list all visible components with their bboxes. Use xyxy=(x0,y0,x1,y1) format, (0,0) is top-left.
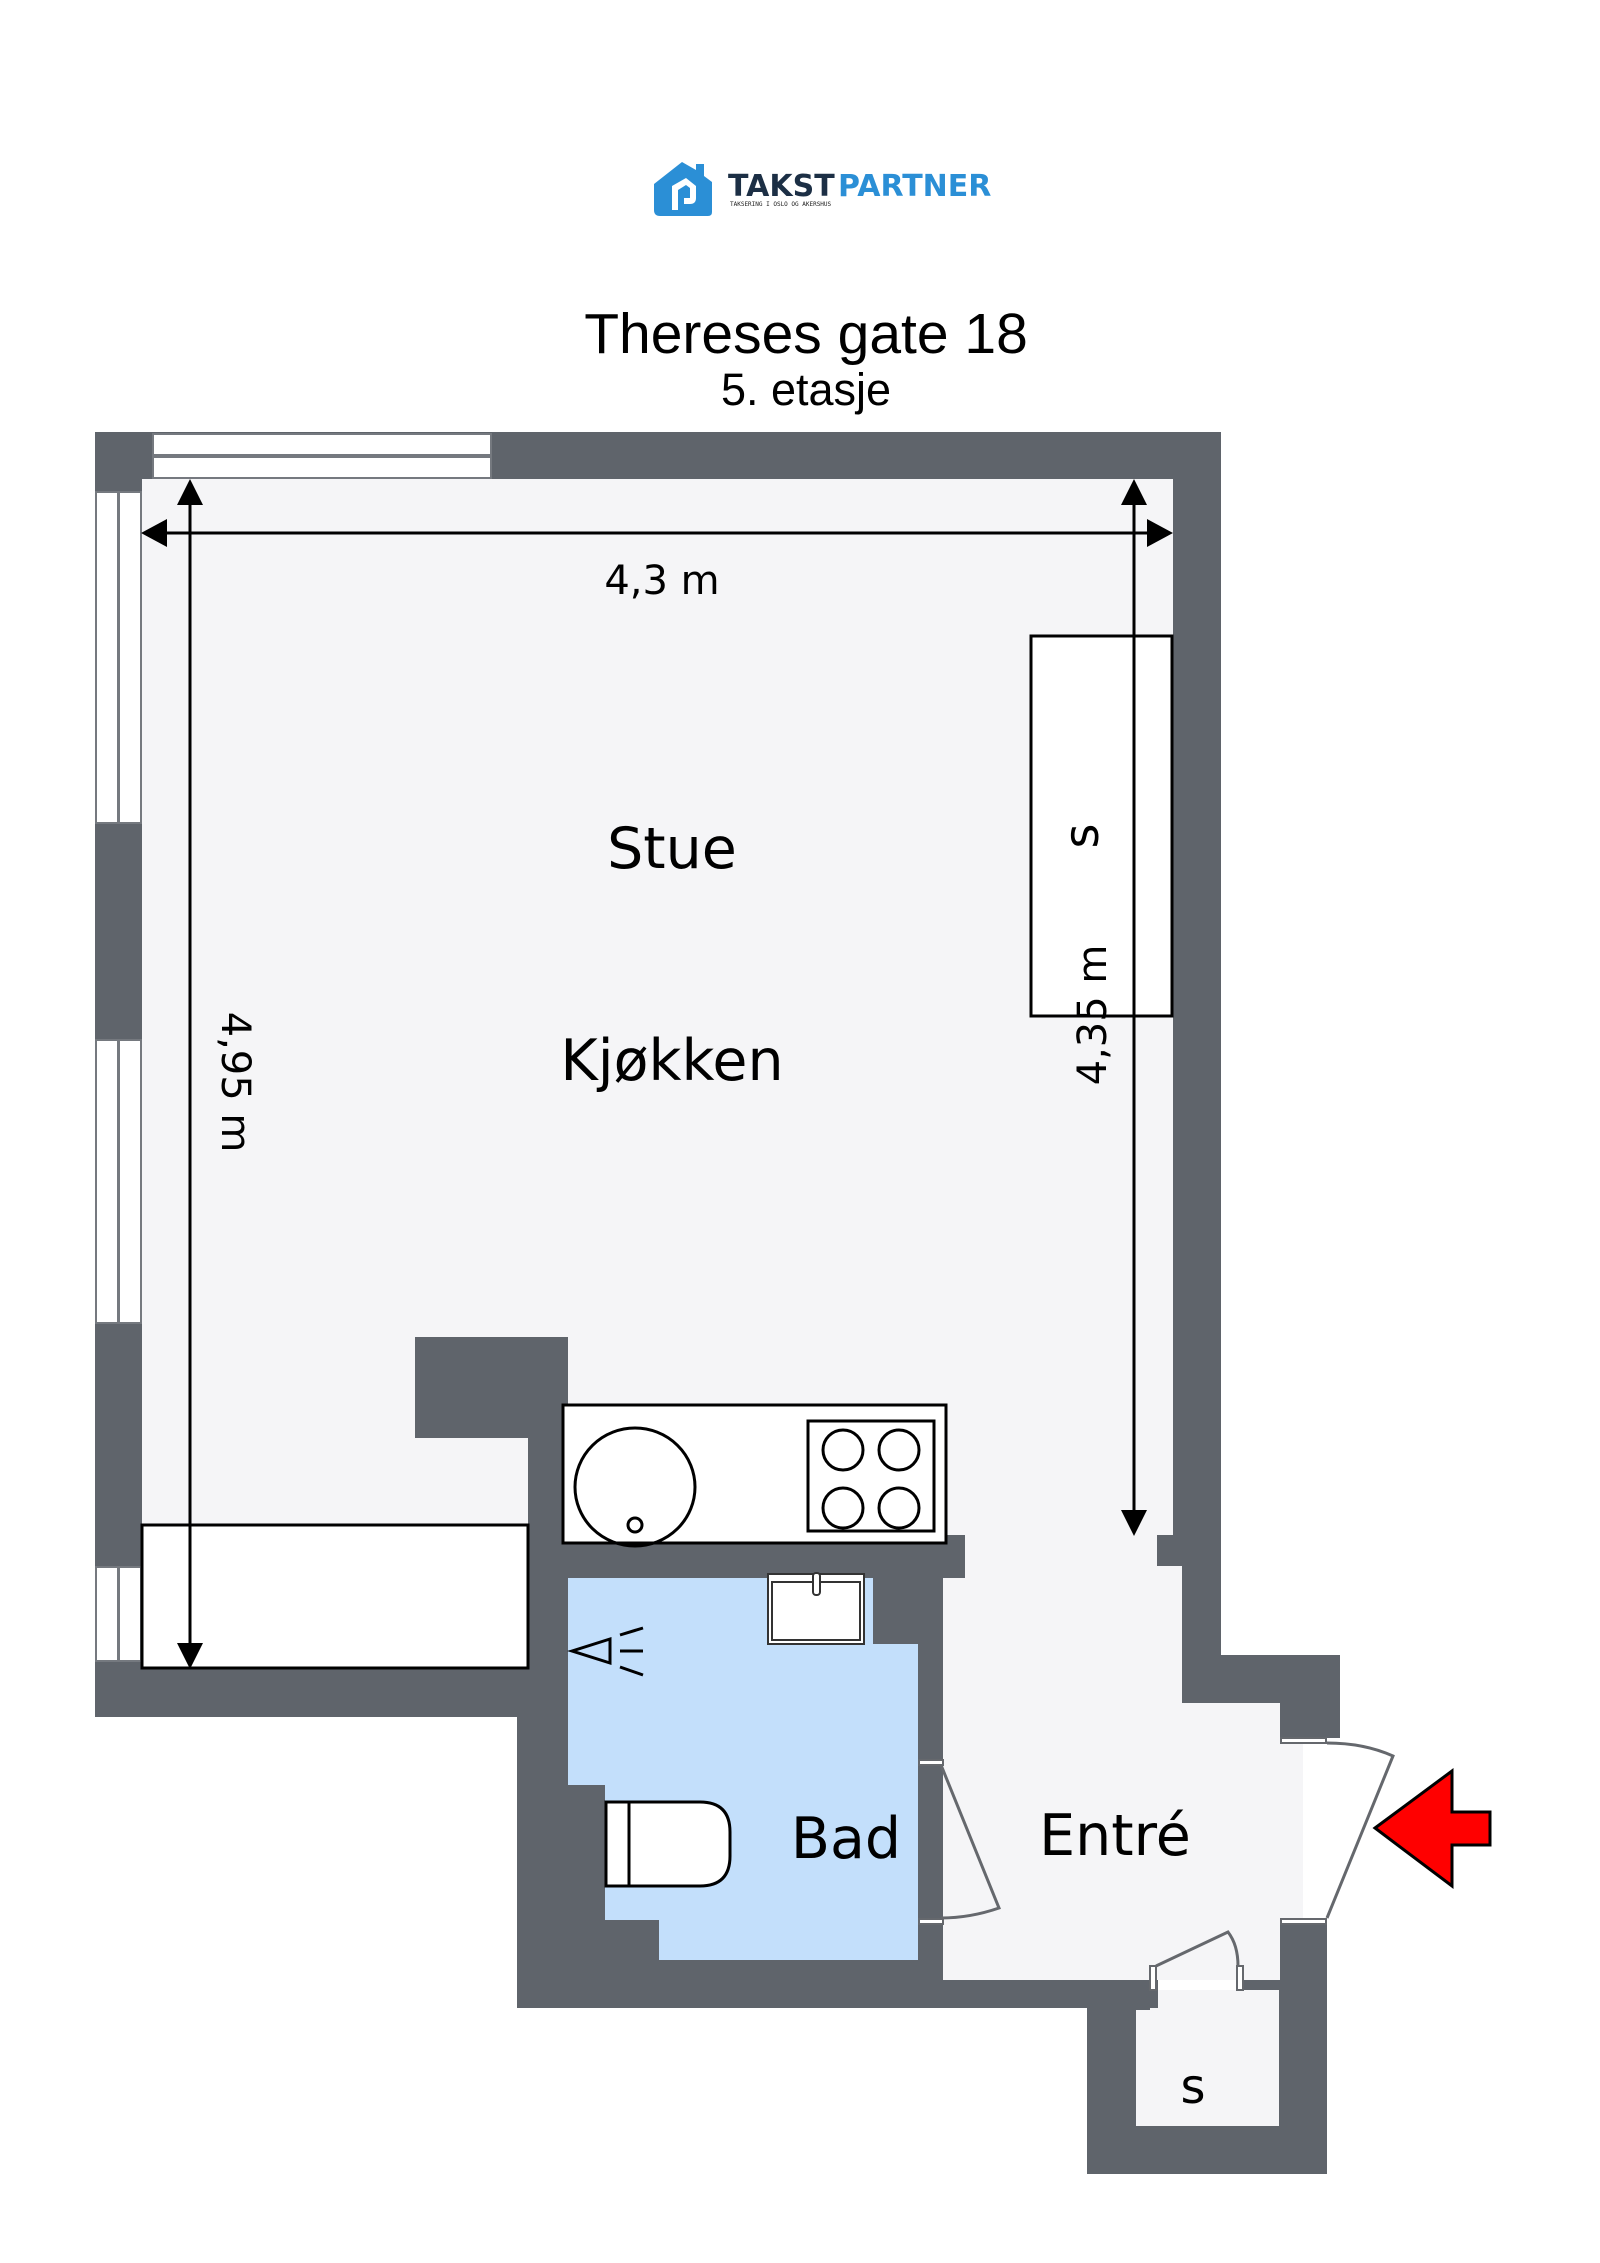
bathroom-door xyxy=(918,1759,1001,1925)
sink-icon xyxy=(573,1426,697,1548)
window-left-1 xyxy=(95,491,142,824)
window-top xyxy=(152,433,492,479)
toilet-icon xyxy=(604,1800,732,1888)
bath-sink-icon xyxy=(767,1572,865,1645)
room-label-living: Stue xyxy=(607,816,737,882)
room-label-entry: Entré xyxy=(1039,1803,1191,1869)
entry-threshold xyxy=(1303,1743,1327,1920)
room-label-bath: Bad xyxy=(791,1806,901,1872)
logo-brand-blue: PARTNER xyxy=(838,169,991,204)
entry-floor xyxy=(943,1566,1303,1980)
logo-brand-dark: TAKST xyxy=(728,169,835,204)
logo-tagline: TAKSERING I OSLO OG AKERSHUS xyxy=(730,201,832,208)
storage-door xyxy=(1149,1930,1244,1991)
right-height-label: 4,35 m xyxy=(1070,945,1116,1086)
dimension-right-height: 4,35 m xyxy=(1070,479,1147,1536)
kitchen-counter xyxy=(561,1403,948,1548)
room-label-storage: s xyxy=(1180,2059,1205,2115)
dimension-left-height: 4,95 m xyxy=(177,479,258,1669)
window-left-3 xyxy=(95,1566,142,1662)
left-height-label: 4,95 m xyxy=(212,1012,258,1153)
room-label-kitchen: Kjøkken xyxy=(560,1028,783,1094)
logo: TAKST PARTNER TAKSERING I OSLO OG AKERSH… xyxy=(654,162,991,216)
windows xyxy=(95,433,492,1662)
entrance-door xyxy=(1280,1737,1395,1925)
room-label-wardrobe: s xyxy=(1054,823,1110,848)
floor-subtitle: 5. etasje xyxy=(721,364,891,415)
dimension-width: 4,3 m xyxy=(141,519,1173,604)
entrance-arrow-icon xyxy=(1372,1768,1492,1890)
wardrobe xyxy=(1029,634,1174,1018)
bed xyxy=(140,1523,530,1670)
stove-icon xyxy=(806,1419,936,1533)
page-title: Thereses gate 18 xyxy=(584,302,1028,366)
window-left-2 xyxy=(95,1039,142,1324)
storage-floor xyxy=(1136,1990,1279,2126)
house-icon xyxy=(654,162,712,216)
shower-icon xyxy=(567,1626,644,1677)
width-label: 4,3 m xyxy=(604,558,719,604)
